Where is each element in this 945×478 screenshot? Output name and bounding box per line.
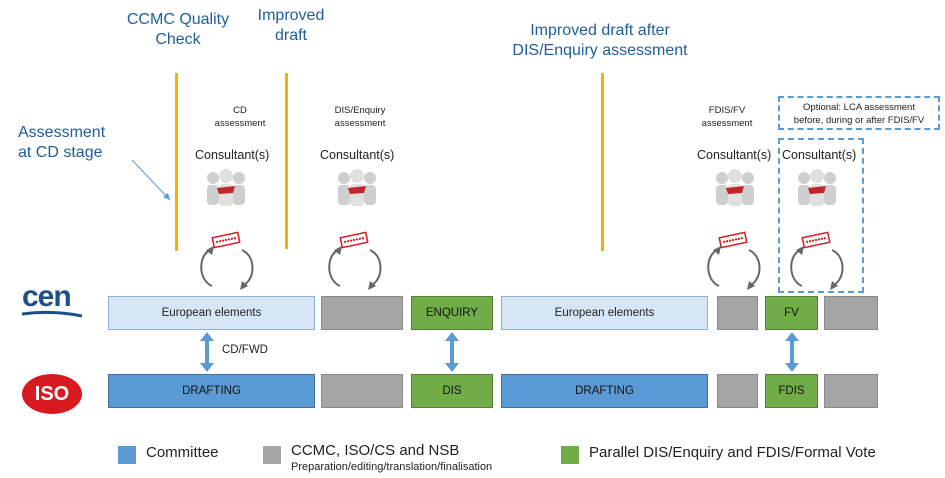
label-fdis-assessment: FDIS/FV assessment [692,104,762,130]
legend-committee-swatch [118,446,136,464]
heading-improved-after-dis: Improved draft after DIS/Enquiry assessm… [486,21,714,61]
consultant-label-3: Consultant(s) [697,148,772,162]
heading-assessment-line2: at CD stage [18,144,103,161]
iso-logo-text: ISO [34,382,70,405]
cen-european-elements-2: European elements [501,296,708,330]
heading-improved-after-line2: DIS/Enquiry assessment [512,42,688,59]
cen-logo-swoosh [22,310,82,318]
cen-grey-block-2 [717,296,758,330]
heading-ccmc-quality-check: CCMC Quality Check [118,10,238,50]
iso-grey-block-1 [321,374,403,408]
double-arrow-icon [200,332,214,372]
cen-logo: cen [22,282,82,322]
heading-improved-line1: Improved [257,7,325,24]
label-lca-assessment: Optional: LCA assessment before, during … [780,101,938,127]
fdis-line2: assessment [701,118,753,129]
iso-grey-block-3 [824,374,878,408]
label-dis-assessment: DIS/Enquiry assessment [320,104,400,130]
assessment-stamp-icon [211,231,241,249]
iso-dis: DIS [411,374,493,408]
dis-line2: assessment [334,118,386,129]
cd-line2: assessment [214,118,266,129]
legend-parallel-swatch [561,446,579,464]
consultant-label-4: Consultant(s) [782,148,857,162]
iso-fdis: FDIS [765,374,818,408]
people-group-icon [716,169,754,206]
heading-improved-line2: draft [274,27,307,44]
lca-note-box [778,96,940,130]
people-group-icon [338,169,376,206]
iso-drafting-1: DRAFTING [108,374,315,408]
legend-parallel-label: Parallel DIS/Enquiry and FDIS/Formal Vot… [589,444,876,461]
cycle-arrows-icon [707,246,761,290]
consultant-label-1: Consultant(s) [195,148,270,162]
people-group-icon [798,169,836,206]
cycle-arrows-icon [790,246,844,290]
assessment-stamp-icon [718,231,748,249]
gold-line-3 [601,73,604,251]
heading-improved-after-line1: Improved draft after [530,22,670,39]
iso-logo: ISO [22,374,82,414]
cycle-arrows-icon [200,246,254,290]
gold-line-2 [285,73,288,249]
heading-ccmc-line2: Check [155,31,201,48]
lca-line2: before, during or after FDIS/FV [793,115,925,126]
heading-assessment-line1: Assessment [18,124,106,141]
cycle-arrows-icon [328,246,382,290]
gold-line-1 [175,73,178,251]
cen-grey-block-3 [824,296,878,330]
label-cd-assessment: CD assessment [210,104,270,130]
lca-line1: Optional: LCA assessment [803,102,915,113]
lca-consultant-box [778,138,864,293]
pointer-line [131,159,171,201]
assessment-stamp-icon [801,231,831,249]
heading-improved-draft: Improved draft [246,6,336,46]
iso-drafting-2: DRAFTING [501,374,708,408]
consultant-label-2: Consultant(s) [320,148,395,162]
double-arrow-icon [785,332,799,372]
cen-logo-text: cen [22,280,72,313]
cd-line1: CD [233,105,247,116]
cen-grey-block-1 [321,296,403,330]
cen-enquiry: ENQUIRY [411,296,493,330]
double-arrow-icon [445,332,459,372]
assessment-stamp-icon [339,231,369,249]
iso-grey-block-2 [717,374,758,408]
cen-fv: FV [765,296,818,330]
cen-european-elements-1: European elements [108,296,315,330]
cd-fwd-label: CD/FWD [222,344,268,356]
legend-ccmc-label: CCMC, ISO/CS and NSB [291,442,460,459]
heading-ccmc-line1: CCMC Quality [126,11,230,28]
heading-assessment-cd: Assessment at CD stage [18,123,128,163]
fdis-line1: FDIS/FV [708,105,746,116]
people-group-icon [207,169,245,206]
dis-line1: DIS/Enquiry [334,105,386,116]
legend-ccmc-swatch [263,446,281,464]
legend-committee-label: Committee [146,444,219,461]
legend-ccmc-sublabel: Preparation/editing/translation/finalisa… [291,461,493,473]
